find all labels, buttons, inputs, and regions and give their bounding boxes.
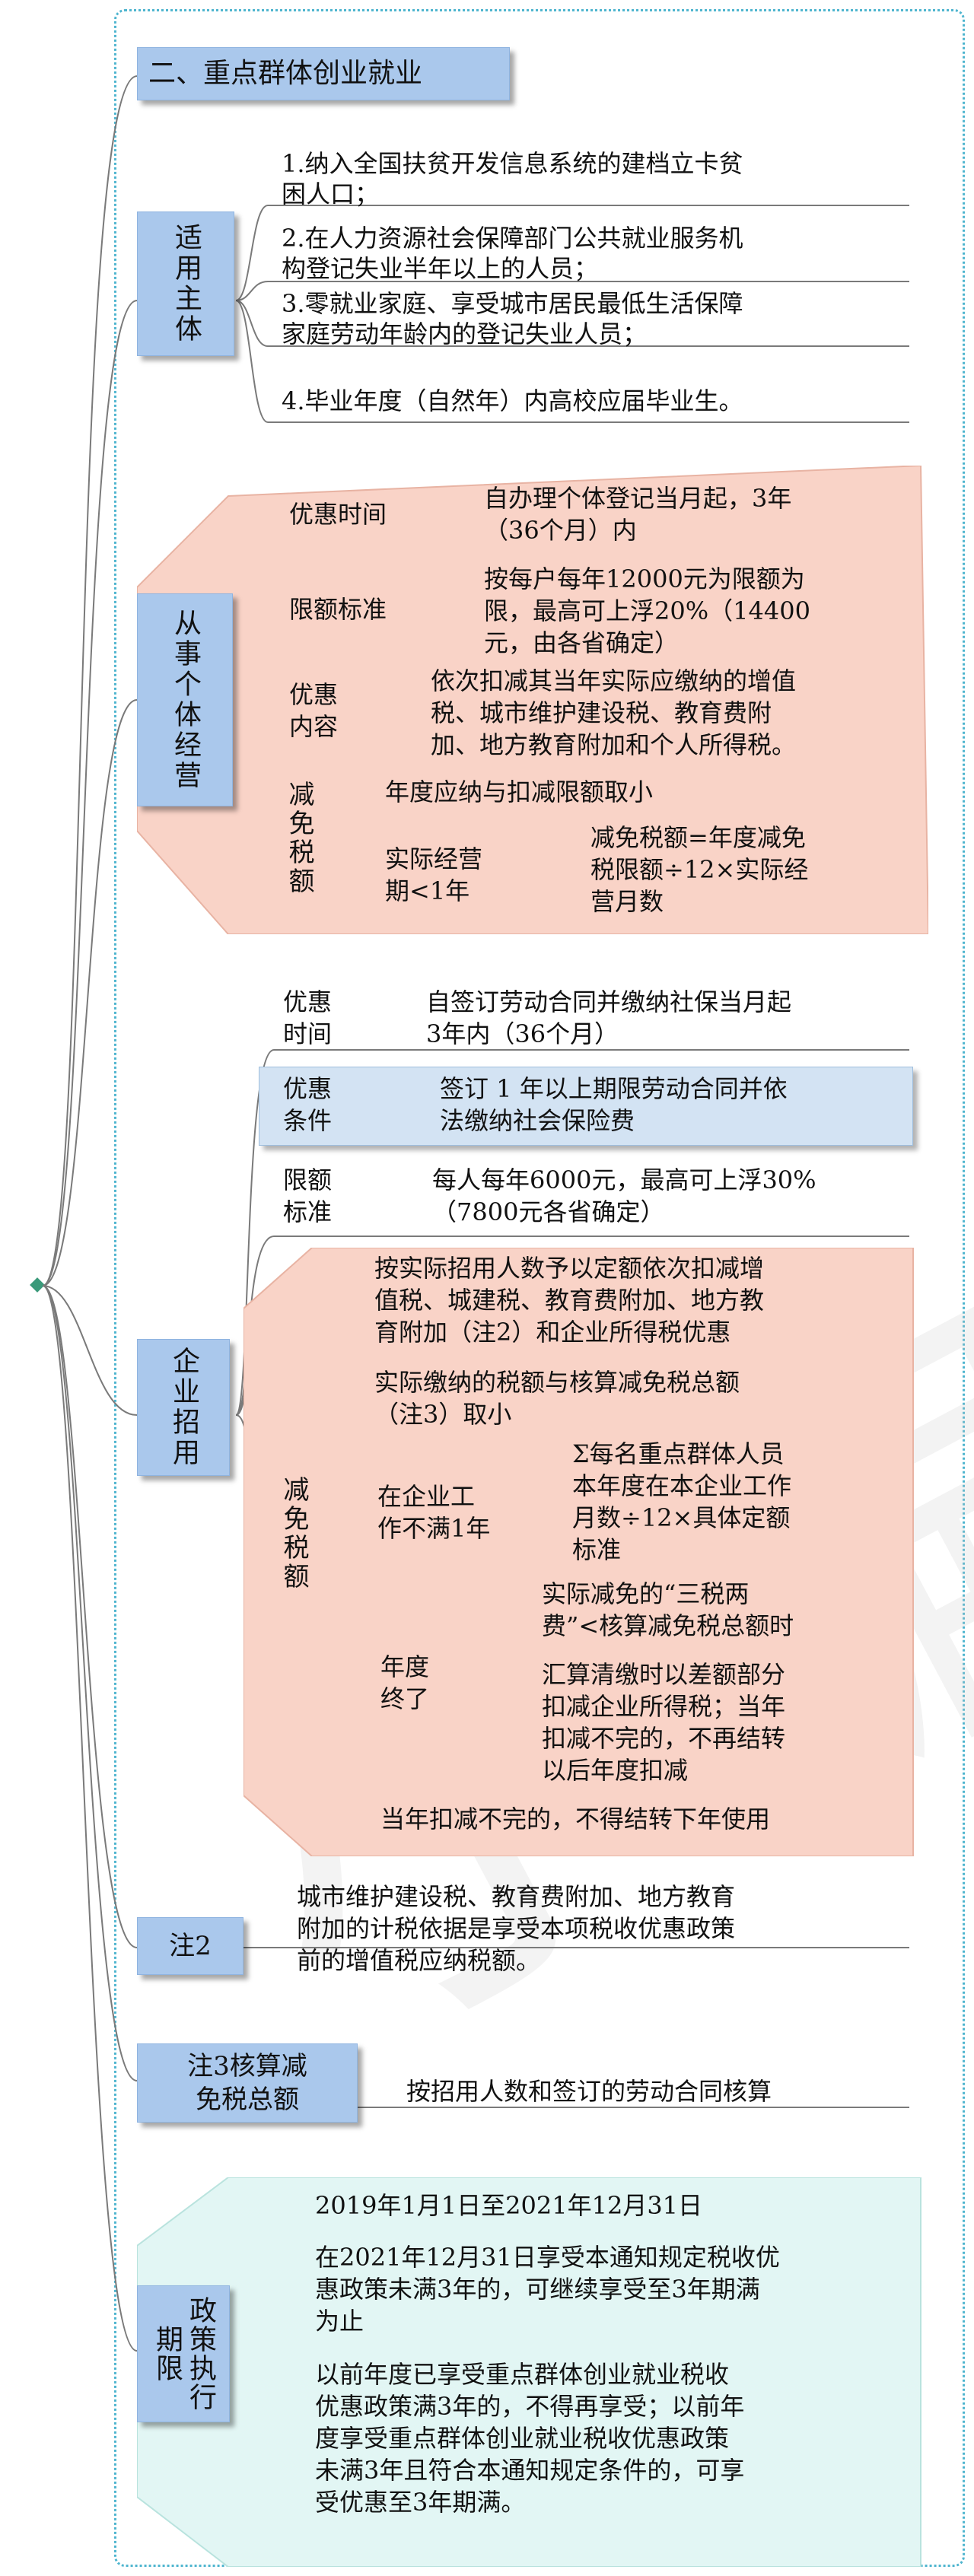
se-period-value-3: 营月数: [590, 887, 664, 916]
applicable-item-2a: 2.在人力资源社会保障部门公共就业服务机: [282, 224, 743, 253]
ent-cond-label-2: 条件: [283, 1106, 333, 1135]
ent-deduct-3: 育附加（注2）和企业所得税优惠: [374, 1318, 731, 1347]
note2-value-1: 城市维护建设税、教育费附加、地方教育: [297, 1882, 736, 1911]
note2-value-2: 附加的计税依据是享受本项税收优惠政策: [297, 1914, 736, 1943]
ent-actual-rule-1: 实际缴纳的税额与核算减免税总额: [374, 1368, 740, 1397]
enterprise-panel: [244, 1248, 928, 1856]
policy-prior-5: 受优惠至3年期满。: [315, 2488, 526, 2517]
ent-limit-label-1: 限额: [283, 1166, 333, 1194]
note2-node[interactable]: 注2: [137, 1917, 244, 1975]
root-marker-icon[interactable]: [30, 1277, 45, 1293]
ent-time-label-1: 优惠: [283, 987, 333, 1016]
se-content-value-2: 税、城市维护建设税、教育费附: [431, 698, 772, 727]
self-employed-panel: [137, 466, 928, 934]
ent-deduct-1: 按实际招用人数予以定额依次扣减增: [374, 1254, 765, 1283]
applicable-item-1a: 1.纳入全国扶贫开发信息系统的建档立卡贫: [282, 149, 743, 178]
ent-lt1-value-2: 本年度在本企业工作: [572, 1471, 792, 1500]
note3-node[interactable]: 注3核算减 免税总额: [137, 2043, 358, 2123]
ent-year-end-label-1: 年度: [380, 1652, 430, 1681]
ent-cond-value-2: 法缴纳社会保险费: [440, 1106, 635, 1135]
se-reduction-label: 减免税额: [284, 781, 314, 896]
ent-lt1-value-4: 标准: [572, 1535, 622, 1564]
ent-cond-label-1: 优惠: [283, 1074, 333, 1103]
se-content-label-2: 内容: [289, 712, 339, 741]
ent-lt1-value-1: Σ每名重点群体人员: [572, 1439, 785, 1468]
applicable-node[interactable]: 适用主体: [137, 211, 234, 356]
ent-year-end-value-3: 扣减不完的，不再结转: [542, 1724, 786, 1753]
policy-cont-1: 在2021年12月31日享受本通知规定税收优: [315, 2243, 780, 2272]
policy-cont-2: 惠政策未满3年的，可继续享受至3年期满: [315, 2275, 760, 2304]
applicable-item-1b: 困人口；: [282, 180, 380, 208]
applicable-item-2b: 构登记失业半年以上的人员；: [282, 254, 599, 283]
ent-time-value-2: 3年内（36个月）: [426, 1019, 619, 1048]
note3-label-2: 免税总额: [196, 2085, 299, 2115]
se-time-value-2: （36个月）内: [484, 516, 637, 545]
ent-year-end-cond-1: 实际减免的“三税两: [542, 1579, 750, 1608]
applicable-item-3a: 3.零就业家庭、享受城市居民最低生活保障: [282, 289, 743, 318]
section-title[interactable]: 二、重点群体创业就业: [137, 47, 510, 100]
se-limit-value-2: 限，最高可上浮20%（14400: [484, 596, 810, 625]
enterprise-node[interactable]: 企业招用: [137, 1339, 230, 1476]
ent-lt1-label-1: 在企业工: [377, 1482, 476, 1511]
policy-prior-1: 以前年度已享受重点群体创业就业税收: [315, 2360, 730, 2389]
se-limit-value-1: 按每户每年12000元为限额为: [484, 564, 805, 593]
ent-no-carry: 当年扣减不完的，不得结转下年使用: [380, 1805, 771, 1833]
se-content-value-1: 依次扣减其当年实际应缴纳的增值: [431, 666, 797, 695]
ent-limit-value-2: （7800元各省确定）: [432, 1197, 665, 1226]
ent-lt1-label-2: 作不满1年: [377, 1514, 491, 1543]
ent-limit-value-1: 每人每年6000元，最高可上浮30%: [432, 1166, 816, 1194]
policy-panel: [137, 2177, 928, 2567]
se-content-value-3: 加、地方教育附加和个人所得税。: [431, 730, 797, 759]
ent-actual-rule-2: （注3）取小: [374, 1400, 512, 1429]
se-reduction-rule: 年度应纳与扣减限额取小: [385, 778, 654, 806]
se-period-value-1: 减免税额=年度减免: [590, 823, 806, 852]
se-period-label-1: 实际经营: [385, 844, 483, 873]
ent-year-end-value-2: 扣减企业所得税；当年: [542, 1692, 786, 1721]
ent-lt1-value-3: 月数÷12×具体定额: [572, 1503, 791, 1532]
ent-condition-band: [259, 1067, 913, 1146]
se-time-label: 优惠时间: [289, 500, 387, 529]
se-limit-value-3: 元，由各省确定）: [484, 628, 680, 657]
policy-period: 2019年1月1日至2021年12月31日: [315, 2191, 703, 2220]
applicable-item-3b: 家庭劳动年龄内的登记失业人员；: [282, 320, 648, 348]
ent-limit-label-2: 标准: [283, 1197, 333, 1226]
self-employed-node[interactable]: 从事个体经营: [137, 593, 233, 806]
ent-year-end-label-2: 终了: [380, 1684, 430, 1713]
applicable-item-4: 4.毕业年度（自然年）内高校应届毕业生。: [282, 386, 743, 415]
se-time-value-1: 自办理个体登记当月起，3年: [484, 484, 792, 513]
policy-node[interactable]: 政策执行期限: [137, 2285, 230, 2422]
note3-label-1: 注3核算减: [187, 2051, 307, 2081]
ent-reduction-label: 减免税额: [279, 1476, 309, 1592]
policy-prior-4: 未满3年且符合本通知规定条件的，可享: [315, 2456, 745, 2485]
ent-time-value-1: 自签订劳动合同并缴纳社保当月起: [426, 987, 792, 1016]
se-period-value-2: 税限额÷12×实际经: [590, 855, 809, 884]
policy-prior-2: 优惠政策满3年的，不得再享受；以前年: [315, 2392, 745, 2421]
ent-year-end-value-1: 汇算清缴时以差额部分: [542, 1660, 786, 1689]
se-period-label-2: 期<1年: [385, 876, 470, 905]
ent-cond-value-1: 签订 1 年以上期限劳动合同并依: [440, 1074, 788, 1103]
note2-value-3: 前的增值税应纳税额。: [297, 1946, 541, 1975]
policy-cont-3: 为止: [315, 2307, 364, 2336]
se-limit-label: 限额标准: [289, 595, 387, 624]
ent-time-label-2: 时间: [283, 1019, 333, 1048]
ent-year-end-value-4: 以后年度扣减: [542, 1756, 689, 1785]
ent-deduct-2: 值税、城建税、教育费附加、地方教: [374, 1286, 765, 1315]
note3-value: 按招用人数和签订的劳动合同核算: [406, 2077, 772, 2106]
policy-prior-3: 度享受重点群体创业就业税收优惠政策: [315, 2424, 730, 2453]
se-content-label-1: 优惠: [289, 680, 339, 709]
ent-year-end-cond-2: 费”<核算减免税总额时: [542, 1611, 794, 1640]
